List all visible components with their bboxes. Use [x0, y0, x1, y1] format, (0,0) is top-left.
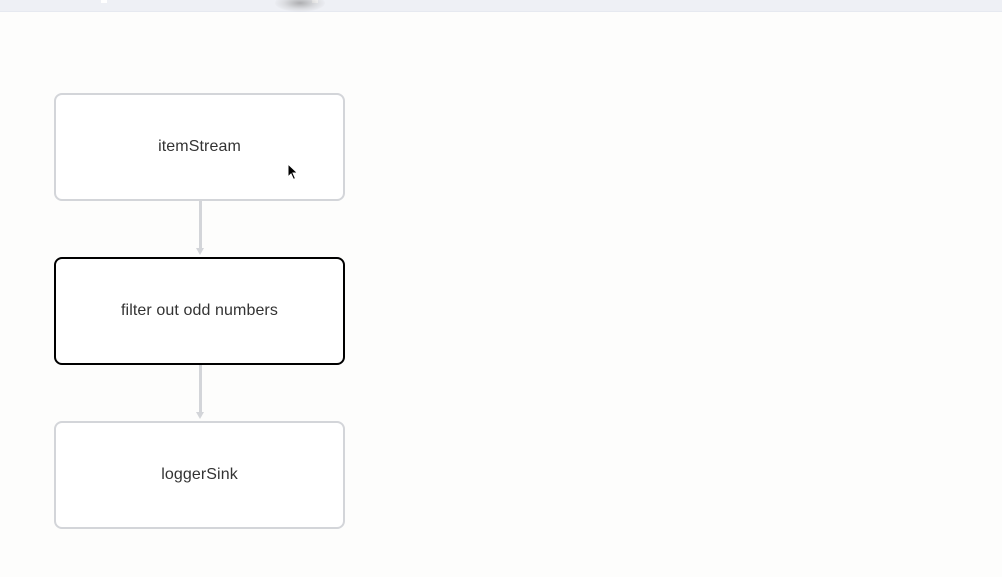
- arrowhead-icon: [196, 248, 204, 255]
- node-filter-odd-numbers[interactable]: filter out odd numbers: [54, 257, 345, 365]
- node-label: itemStream: [158, 138, 241, 155]
- mouse-pointer-icon: [287, 163, 299, 181]
- arrowhead-icon: [196, 412, 204, 419]
- edge-itemstream-to-filter: [199, 201, 202, 248]
- diagram-canvas[interactable]: itemStream filter out odd numbers logger…: [0, 12, 1002, 577]
- node-label: loggerSink: [161, 466, 238, 483]
- tab-divider: [101, 0, 107, 3]
- top-toolbar-strip: [0, 0, 1002, 12]
- node-loggersink[interactable]: loggerSink: [54, 421, 345, 529]
- node-label: filter out odd numbers: [121, 302, 278, 319]
- node-itemstream[interactable]: itemStream: [54, 93, 345, 201]
- edge-filter-to-loggersink: [199, 365, 202, 412]
- blurred-element: [275, 0, 325, 12]
